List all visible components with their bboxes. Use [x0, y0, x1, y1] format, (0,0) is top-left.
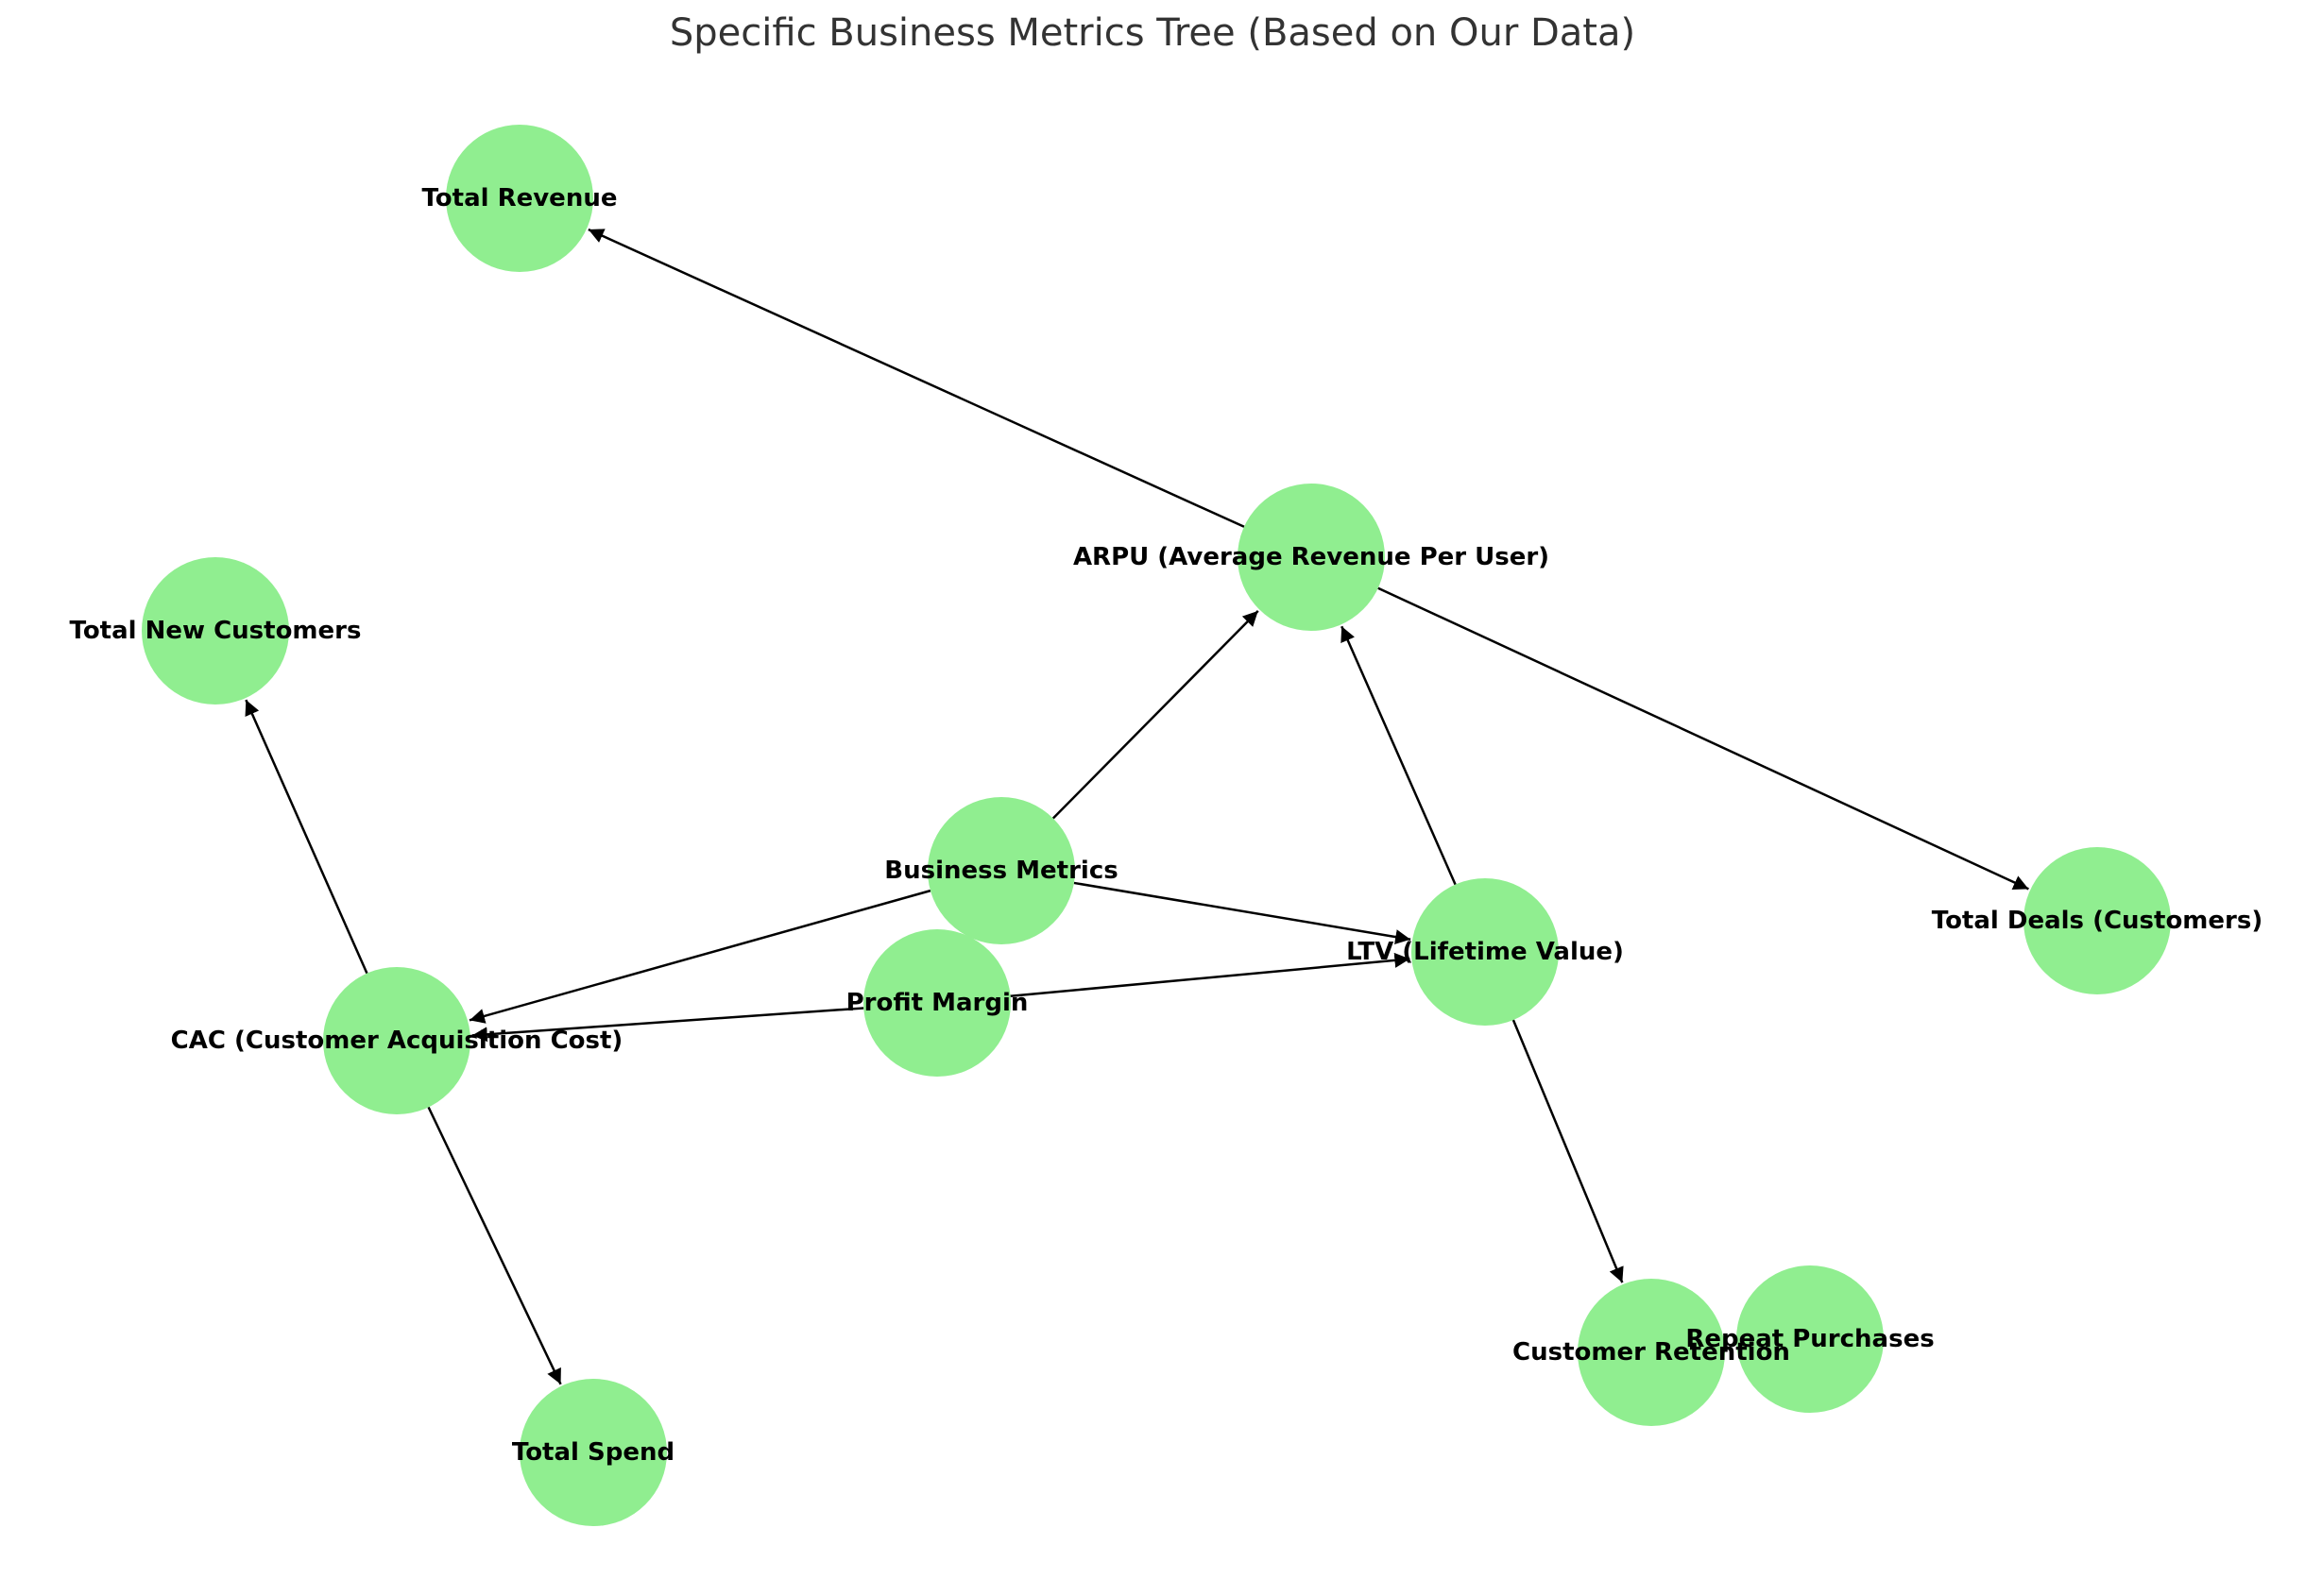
edges-layer — [245, 228, 2029, 1385]
node-label-total-new-customers: Total New Customers — [70, 617, 362, 645]
edge-ltv-to-customer-retention — [1511, 1019, 1624, 1283]
node-total-spend — [520, 1379, 667, 1526]
node-label-total-spend: Total Spend — [512, 1438, 674, 1467]
node-label-customer-retention: Customer Retention — [1512, 1338, 1790, 1367]
edge-arpu-to-total-deals — [1377, 586, 2029, 891]
edge-profit-margin-to-ltv — [1010, 952, 1410, 998]
edge-business-metrics-to-ltv — [1073, 881, 1411, 944]
labels-layer: Business Metrics ARPU (Average Revenue Pe… — [70, 184, 2263, 1467]
node-profit-margin — [863, 929, 1011, 1077]
edge-business-metrics-to-cac — [469, 889, 931, 1024]
diagram-title: Specific Business Metrics Tree (Based on… — [669, 11, 1636, 55]
node-label-cac: CAC (Customer Acquisition Cost) — [171, 1027, 623, 1055]
edge-arpu-to-total-revenue — [588, 228, 1245, 528]
node-customer-retention — [1578, 1279, 1725, 1426]
nodes-layer — [142, 125, 2171, 1526]
node-label-business-metrics: Business Metrics — [884, 857, 1118, 885]
node-total-new-customers — [142, 557, 289, 705]
edge-business-metrics-to-arpu — [1051, 610, 1259, 820]
node-repeat-purchases — [1736, 1265, 1884, 1413]
edge-cac-to-total-new-customers — [245, 699, 368, 975]
node-cac — [323, 967, 470, 1114]
node-label-total-revenue: Total Revenue — [422, 184, 618, 212]
node-label-arpu: ARPU (Average Revenue Per User) — [1073, 543, 1549, 571]
node-label-total-deals: Total Deals (Customers) — [1932, 907, 2262, 935]
node-arpu — [1238, 484, 1385, 631]
edge-cac-to-total-spend — [427, 1106, 562, 1385]
node-label-repeat-purchases: Repeat Purchases — [1685, 1325, 1934, 1353]
node-label-ltv: LTV (Lifetime Value) — [1346, 938, 1624, 966]
node-ltv — [1411, 878, 1559, 1026]
node-total-deals — [2023, 847, 2171, 994]
node-label-profit-margin: Profit Margin — [846, 989, 1029, 1017]
edge-profit-margin-to-cac — [471, 1007, 864, 1043]
edge-ltv-to-arpu — [1340, 625, 1457, 886]
node-total-revenue — [446, 125, 593, 272]
node-business-metrics — [928, 797, 1075, 944]
